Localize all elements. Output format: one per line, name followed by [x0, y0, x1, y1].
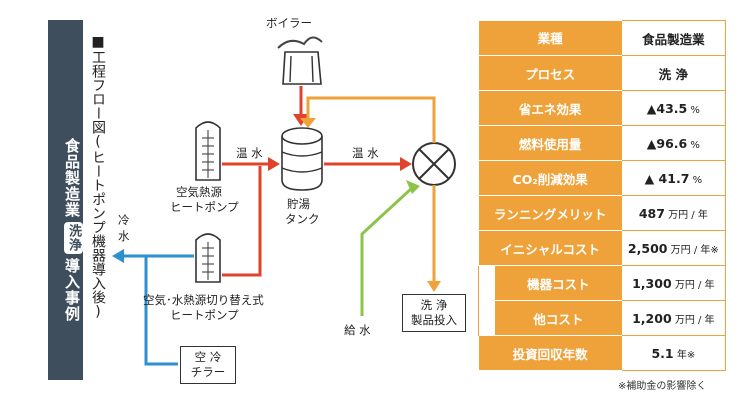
tank-label-2: タンク [285, 212, 320, 226]
subrow-value: 1,200 万円 / 年 [621, 300, 726, 336]
row-key: イニシャルコスト [478, 230, 622, 266]
row-value: ▲ 41.7 % [621, 160, 726, 196]
mixing-valve-icon [412, 142, 456, 186]
row-value: 食品製造業 [621, 20, 726, 56]
cold-water-label-2: 水 [118, 229, 130, 243]
side-badge: 洗浄 [64, 222, 83, 254]
sub-indent [478, 265, 495, 301]
side-title: 食品製造業 洗浄 導入事例 [48, 20, 83, 380]
chiller-label-1: 空 冷 [194, 350, 222, 364]
wash-box: 洗 浄 製品投入 [402, 294, 466, 332]
hp1-label-2: ヒートポンプ [170, 200, 239, 214]
side-title-b: 導入事例 [63, 258, 81, 322]
subrow-key: 他コスト [495, 300, 622, 336]
hp1-label-1: 空気熱源 [176, 185, 222, 199]
side-title-a: 食品製造業 [63, 138, 81, 218]
side-banner: 食品製造業 洗浄 導入事例 [48, 20, 83, 380]
footnote: ※補助金の影響除く [618, 381, 707, 392]
row-value: 2,500 万円 / 年※ [621, 230, 726, 266]
chiller-box: 空 冷 チラー [180, 346, 236, 384]
wash-label-1: 洗 浄 [420, 298, 448, 312]
subrow-key: 機器コスト [495, 265, 622, 301]
row-value: 5.1 年※ [621, 335, 726, 371]
row-value: ▲96.6 % [621, 125, 726, 161]
row-key: プロセス [478, 55, 622, 91]
hp2-label-2: ヒートポンプ [170, 308, 239, 322]
row-key: CO₂削減効果 [478, 160, 622, 196]
row-key: 燃料使用量 [478, 125, 622, 161]
hot-water-label-1: 温 水 [236, 146, 263, 160]
row-key: 投資回収年数 [478, 335, 622, 371]
hp2-label-1: 空気･水熱源切り替え式 [143, 293, 264, 307]
row-key: 業種 [478, 20, 622, 56]
subrow-value: 1,300 万円 / 年 [621, 265, 726, 301]
hot-water-label-2: 温 水 [352, 146, 379, 160]
table-row: 燃料使用量▲96.6 % [478, 125, 726, 161]
row-key: 省エネ効果 [478, 90, 622, 126]
table-row: 業種食品製造業 [478, 20, 726, 56]
sub-indent [478, 300, 495, 336]
row-value: 洗 浄 [621, 55, 726, 91]
boiler-label: ボイラー [266, 16, 312, 30]
metrics-table: 業種食品製造業 プロセス洗 浄 省エネ効果▲43.5 % 燃料使用量▲96.6 … [478, 20, 726, 371]
row-value: 487 万円 / 年 [621, 195, 726, 231]
tank-label-1: 貯湯 [287, 197, 310, 211]
table-row: 省エネ効果▲43.5 % [478, 90, 726, 126]
flow-title-text: ■工程フロー図(ヒートポンプ機器導入後) [90, 34, 106, 320]
switchable-heat-pump-icon [195, 233, 221, 283]
boiler-icon [277, 36, 323, 85]
table-row: プロセス洗 浄 [478, 55, 726, 91]
wash-label-2: 製品投入 [411, 313, 457, 327]
flow-title: ■工程フロー図(ヒートポンプ機器導入後) [88, 34, 108, 320]
table-row: CO₂削減効果▲ 41.7 % [478, 160, 726, 196]
row-key: ランニングメリット [478, 195, 622, 231]
storage-tank-icon [281, 127, 323, 191]
cold-water-label-1: 冷 [118, 213, 130, 227]
air-source-heat-pump-icon [195, 121, 221, 181]
row-value: ▲43.5 % [621, 90, 726, 126]
feed-water-label: 給 水 [344, 323, 371, 337]
chiller-label-2: チラー [190, 365, 226, 379]
